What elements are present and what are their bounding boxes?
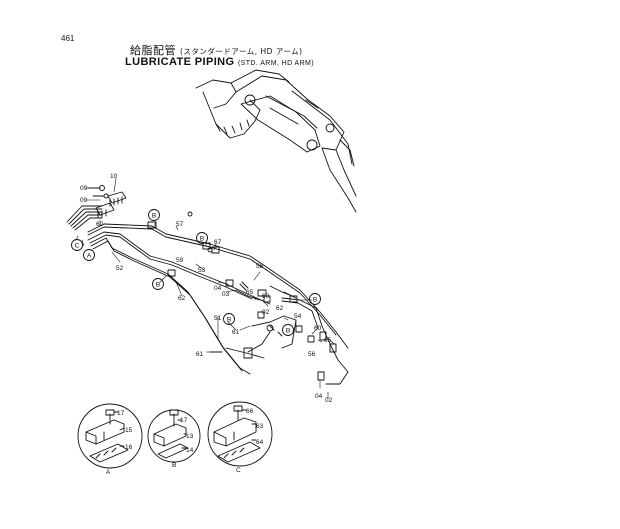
detail-A-part: 15 <box>125 427 133 434</box>
ref-C: C <box>75 243 80 250</box>
ref-A: A <box>87 253 92 260</box>
excavator-arm-illustration <box>195 69 357 213</box>
callout-57: 57 <box>176 221 184 228</box>
callout-60: 60 <box>262 293 270 300</box>
callout-61: 61 <box>232 329 240 336</box>
title-english-sub: (STD. ARM, HD ARM) <box>237 60 314 67</box>
title-japanese-sub: (スタンダードアーム, HD アーム) <box>180 47 303 56</box>
callout-67: 67 <box>214 239 222 246</box>
callout-62: 62 <box>276 305 284 312</box>
detail-B-label: B <box>172 462 176 469</box>
callout-04: 04 <box>214 285 222 292</box>
leader-lines <box>75 177 335 399</box>
detail-B-part: 13 <box>186 433 194 440</box>
callout-02: 02 <box>262 309 270 316</box>
ref-B: B <box>227 317 231 324</box>
detail-A-part: 17 <box>117 410 125 417</box>
piping-lines <box>66 205 349 385</box>
title-english-main: LUBRICATE PIPING <box>125 56 235 68</box>
callout-02: 02 <box>325 397 333 404</box>
page-number: 461 <box>61 34 75 43</box>
callout-59: 59 <box>176 257 184 264</box>
detail-labels: 17 15 16 A 17 13 14 B 66 63 64 C <box>106 408 264 476</box>
detail-C-part: 66 <box>246 408 254 415</box>
ref-B: B <box>313 297 317 304</box>
reference-circles <box>71 209 321 336</box>
title-japanese-main: 給脂配管 <box>130 44 176 57</box>
detail-C-label: C <box>236 467 241 474</box>
callout-labels: 10 09 09 60 57 59 52 67 58 53 04 03 65 6… <box>80 173 333 404</box>
detail-C <box>207 401 273 467</box>
callout-60: 60 <box>96 221 104 228</box>
ref-B: B <box>152 213 156 220</box>
detail-A-part: 16 <box>125 444 133 451</box>
callout-56: 56 <box>308 351 316 358</box>
detail-B-part: 14 <box>186 447 194 454</box>
callout-65: 65 <box>324 337 332 344</box>
detail-A <box>77 403 143 469</box>
callout-10: 10 <box>110 173 118 180</box>
callout-53: 53 <box>198 267 206 274</box>
detail-B <box>147 409 201 463</box>
grease-block <box>87 185 127 219</box>
title-english: LUBRICATE PIPING (STD. ARM, HD ARM) <box>125 56 314 68</box>
callout-09: 09 <box>80 197 88 204</box>
ref-B: B <box>156 282 160 289</box>
callout-65: 65 <box>246 289 254 296</box>
ref-B: B <box>200 236 204 243</box>
reference-letters: B B B B B B C A <box>75 213 318 335</box>
callout-51: 51 <box>214 315 222 322</box>
callout-09: 09 <box>80 185 88 192</box>
ref-B: B <box>286 328 290 335</box>
callout-03: 03 <box>222 291 230 298</box>
detail-A-label: A <box>106 469 111 476</box>
callout-54: 54 <box>294 313 302 320</box>
detail-B-part: 17 <box>180 417 188 424</box>
fittings <box>147 211 337 381</box>
callout-62: 62 <box>178 295 186 302</box>
callout-60: 60 <box>314 325 322 332</box>
callout-52: 52 <box>116 265 124 272</box>
callout-61: 61 <box>196 351 204 358</box>
detail-C-part: 63 <box>256 423 264 430</box>
callout-04: 04 <box>315 393 323 400</box>
callout-58: 58 <box>256 263 264 270</box>
detail-C-part: 64 <box>256 439 264 446</box>
title-japanese: 給脂配管 (スタンダードアーム, HD アーム) <box>130 42 303 58</box>
